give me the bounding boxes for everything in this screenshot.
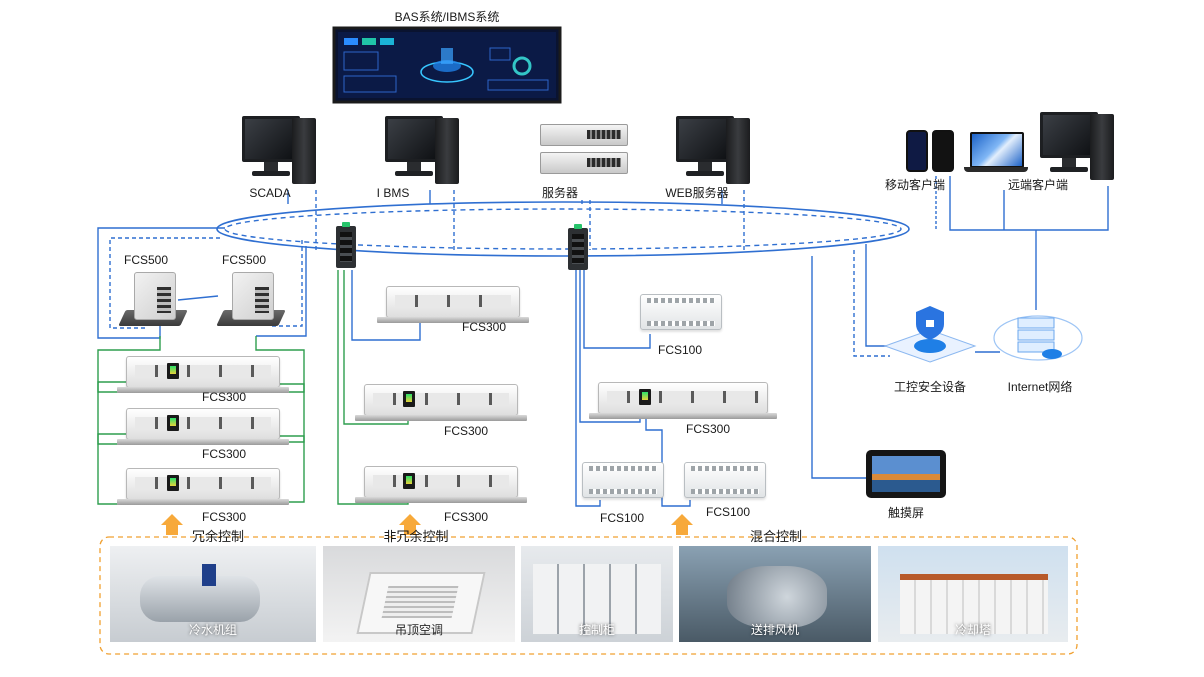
server-label: 服务器 bbox=[541, 186, 579, 200]
bas-dashboard-screen bbox=[332, 26, 562, 104]
mobile-client-label: 移动客户端 bbox=[884, 178, 946, 192]
photo-ceiling-ac: 吊顶空调 bbox=[323, 546, 515, 642]
remote-client-label: 远端客户端 bbox=[1007, 178, 1069, 192]
server-rack[interactable] bbox=[540, 124, 630, 174]
non-redundant-fcs300-1[interactable] bbox=[377, 286, 529, 323]
network-ring-outer bbox=[216, 201, 910, 257]
redundant-fcs300-2-label: FCS300 bbox=[201, 447, 247, 461]
touchscreen-device bbox=[866, 450, 946, 498]
ics-security-device bbox=[883, 306, 977, 363]
mixed-fcs100-bottom-left[interactable] bbox=[582, 462, 664, 498]
scada-label: SCADA bbox=[249, 186, 291, 200]
non-redundant-fcs300-1-label: FCS300 bbox=[461, 320, 507, 334]
web-server-workstation[interactable] bbox=[676, 116, 752, 188]
control-cabinet-caption: 控制柜 bbox=[578, 623, 615, 637]
redundant-fcs300-3-label: FCS300 bbox=[201, 510, 247, 524]
mobile-phone-1[interactable] bbox=[906, 130, 928, 172]
server-unit-2 bbox=[540, 152, 628, 174]
redundant-fcs300-1[interactable] bbox=[117, 356, 289, 393]
fan-caption: 送排风机 bbox=[750, 623, 799, 637]
scada-workstation[interactable] bbox=[242, 116, 318, 188]
chiller-caption: 冷水机组 bbox=[188, 623, 237, 637]
redundant-fcs300-2[interactable] bbox=[117, 408, 289, 445]
mixed-fcs100-top[interactable] bbox=[640, 294, 722, 330]
mixed-fcs300[interactable] bbox=[589, 382, 777, 419]
server-unit-1 bbox=[540, 124, 628, 146]
network-switch-a[interactable] bbox=[336, 222, 356, 268]
non-redundant-control-label: 非冗余控制 bbox=[383, 529, 449, 544]
ceiling-ac-caption: 吊顶空调 bbox=[394, 623, 443, 637]
internet-label: Internet网络 bbox=[1007, 380, 1073, 394]
ibms-workstation[interactable] bbox=[385, 116, 461, 188]
non-redundant-fcs300-2[interactable] bbox=[355, 384, 527, 421]
field-equipment-frame bbox=[99, 536, 1078, 655]
non-redundant-fcs300-2-label: FCS300 bbox=[443, 424, 489, 438]
redundant-fcs300-3[interactable] bbox=[117, 468, 289, 505]
mixed-fcs100-bottom-right-label: FCS100 bbox=[705, 505, 751, 519]
mixed-fcs300-label: FCS300 bbox=[685, 422, 731, 436]
touchscreen-label: 触摸屏 bbox=[887, 506, 925, 520]
switch-a-links bbox=[351, 270, 421, 341]
remote-pc[interactable] bbox=[1040, 112, 1116, 184]
cloud-server-icon bbox=[993, 315, 1083, 361]
fcs500-a[interactable] bbox=[118, 272, 188, 328]
fcs500-b-label: FCS500 bbox=[221, 253, 267, 267]
ibms-label: I BMS bbox=[376, 186, 410, 200]
mixed-control-label: 混合控制 bbox=[749, 529, 803, 544]
photo-chiller: 冷水机组 bbox=[110, 546, 316, 642]
network-ring-inner bbox=[224, 208, 902, 250]
workstation-links bbox=[287, 190, 745, 250]
non-redundant-fcs300-3-label: FCS300 bbox=[443, 510, 489, 524]
ics-security-label: 工控安全设备 bbox=[893, 380, 967, 394]
mixed-fcs100-bottom-left-label: FCS100 bbox=[599, 511, 645, 525]
mobile-phone-2[interactable] bbox=[932, 130, 954, 172]
bas-system-label: BAS系统/IBMS系统 bbox=[394, 10, 500, 24]
fcs500-b[interactable] bbox=[216, 272, 286, 328]
cooling-tower-caption: 冷却塔 bbox=[954, 623, 991, 637]
network-switch-b[interactable] bbox=[568, 224, 588, 270]
photo-fan: 送排风机 bbox=[679, 546, 871, 642]
fcs500-a-label: FCS500 bbox=[123, 253, 169, 267]
non-redundant-fcs300-3[interactable] bbox=[355, 466, 527, 503]
mixed-fcs100-bottom-right[interactable] bbox=[684, 462, 766, 498]
redundant-fcs300-1-label: FCS300 bbox=[201, 390, 247, 404]
web-server-label: WEB服务器 bbox=[665, 186, 729, 200]
laptop[interactable] bbox=[964, 132, 1030, 174]
photo-cooling-tower: 冷却塔 bbox=[878, 546, 1068, 642]
photo-control-cabinet: 控制柜 bbox=[521, 546, 673, 642]
edge-links bbox=[811, 176, 1109, 479]
redundant-fieldbus bbox=[97, 336, 305, 505]
fcs500-links bbox=[97, 227, 307, 339]
pc-tower bbox=[292, 118, 316, 184]
mixed-fcs100-top-label: FCS100 bbox=[657, 343, 703, 357]
redundant-control-label: 冗余控制 bbox=[191, 529, 245, 544]
